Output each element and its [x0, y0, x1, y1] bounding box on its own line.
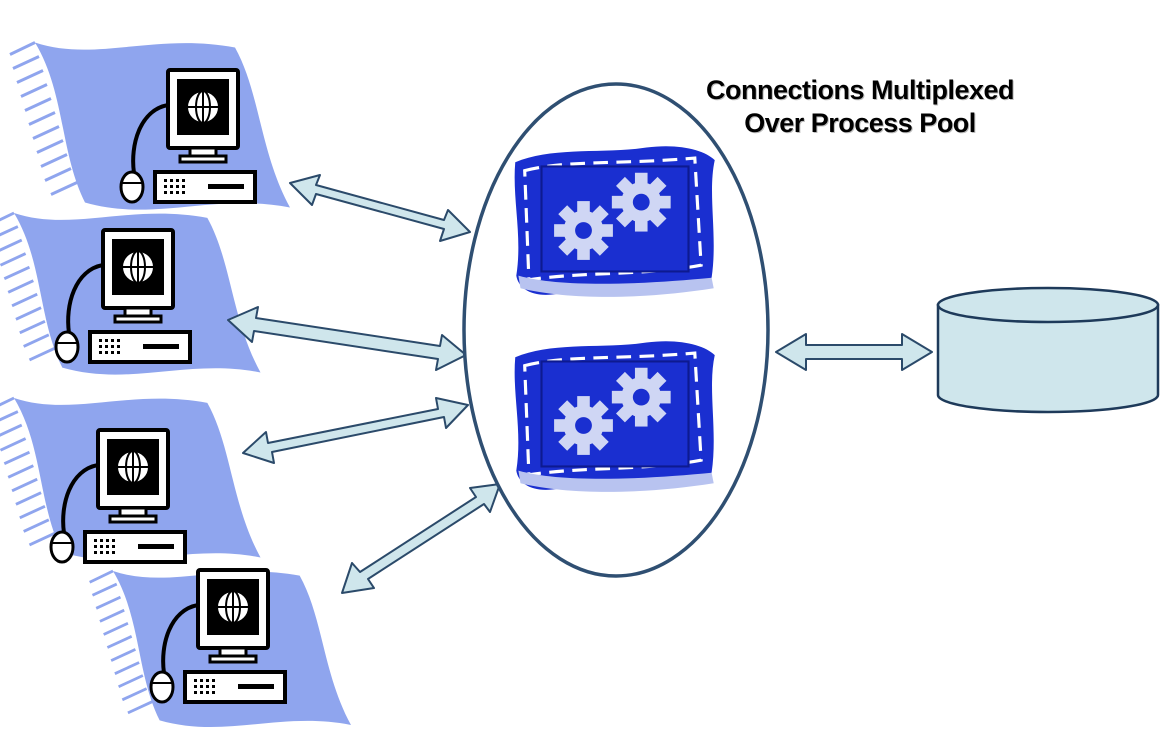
title-line-2: Over Process Pool — [744, 108, 976, 138]
database-cylinder-icon — [936, 286, 1160, 414]
connection-arrow-2 — [227, 306, 467, 371]
title-line-1: Connections Multiplexed — [705, 75, 1015, 105]
client-2 — [0, 211, 263, 377]
process-gears-icon-2 — [515, 341, 715, 492]
client-1 — [8, 40, 292, 212]
database-arrow — [775, 333, 933, 371]
connection-arrow-3 — [242, 397, 469, 464]
process-gears-icon-1 — [515, 146, 715, 297]
diagram-title: Connections Multiplexed Over Process Poo… — [640, 74, 1080, 140]
connection-arrow-4 — [341, 483, 501, 594]
client-3 — [0, 396, 263, 564]
connection-arrow-1 — [289, 174, 471, 242]
client-4 — [88, 568, 353, 729]
